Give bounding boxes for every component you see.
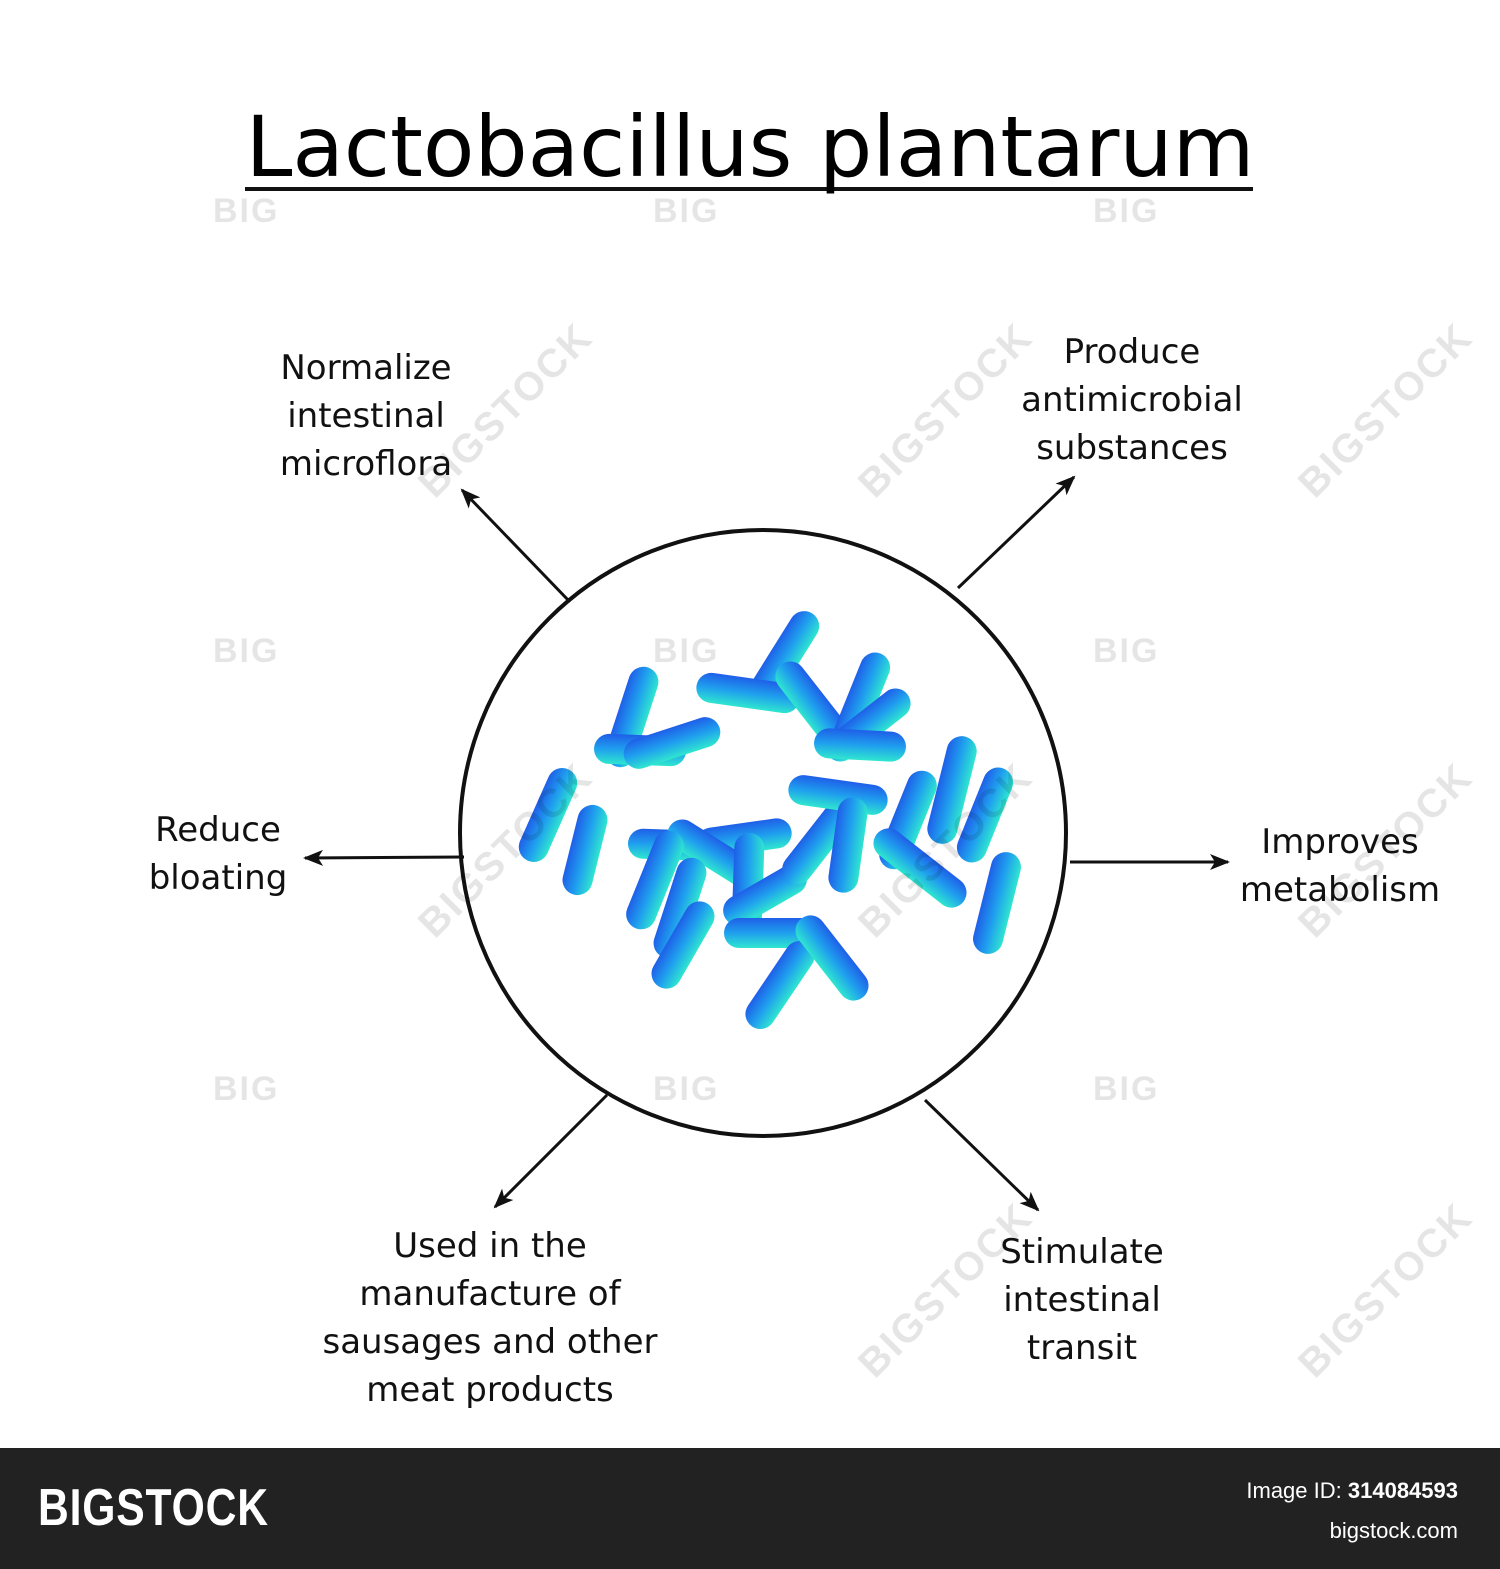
watermark-big: BIG bbox=[1093, 1070, 1160, 1108]
watermark-big: BIG bbox=[213, 1070, 280, 1108]
bacterium bbox=[814, 728, 906, 762]
label-normalize-microflora: Normalize intestinal microflora bbox=[279, 348, 453, 484]
arrow-top-left bbox=[460, 488, 572, 604]
label-stimulate-transit: Stimulate intestinal transit bbox=[1000, 1232, 1164, 1368]
watermark-big: BIG bbox=[1093, 192, 1160, 230]
bacterium bbox=[653, 857, 707, 959]
bacterium bbox=[745, 940, 815, 1030]
bacterium bbox=[518, 768, 578, 862]
label-produce-antimicrobial: Produce antimicrobial substances bbox=[1021, 332, 1243, 468]
bacteria-cluster bbox=[518, 611, 1021, 1030]
bacterium bbox=[562, 804, 608, 896]
arrow-bottom-left bbox=[493, 1093, 609, 1209]
watermark-big: BIG bbox=[653, 1070, 720, 1108]
bacterium bbox=[956, 767, 1014, 863]
label-used-in-manufacture: Used in the manufacture of sausages and … bbox=[322, 1226, 658, 1410]
arrow-top-right bbox=[956, 475, 1076, 590]
diagram-title: Lactobacillus plantarum bbox=[245, 98, 1255, 196]
watermark-big: BIG bbox=[1093, 632, 1160, 670]
arrow-bottom-right bbox=[923, 1098, 1040, 1212]
site-url: bigstock.com bbox=[1329, 1518, 1458, 1543]
bacterium bbox=[873, 828, 967, 908]
bacterium bbox=[651, 901, 715, 989]
label-improves-metabolism: Improves metabolism bbox=[1239, 822, 1441, 910]
watermark-big: BIG bbox=[653, 632, 720, 670]
bigstock-logo: BIGSTOCK bbox=[38, 1479, 269, 1537]
bacterium bbox=[973, 852, 1021, 954]
arrow-left bbox=[303, 849, 465, 866]
label-reduce-bloating: Reduce bloating bbox=[148, 810, 288, 898]
bacterium bbox=[623, 717, 721, 769]
bacterium bbox=[795, 915, 869, 1001]
image-id: Image ID: 314084593 bbox=[1246, 1478, 1458, 1504]
bacterium bbox=[828, 797, 868, 893]
watermark-big: BIG bbox=[213, 632, 280, 670]
image-id-label: Image ID: bbox=[1246, 1478, 1342, 1503]
bacterium bbox=[696, 672, 800, 714]
watermark-big: BIG bbox=[653, 192, 720, 230]
bacterium bbox=[626, 830, 684, 930]
bacterium bbox=[927, 736, 977, 844]
bacterium bbox=[724, 918, 816, 948]
footer-bar: BIGSTOCK Image ID: 314084593 bigstock.co… bbox=[0, 1448, 1500, 1569]
watermark-big: BIG bbox=[213, 192, 280, 230]
image-id-value: 314084593 bbox=[1347, 1478, 1458, 1503]
bacterium bbox=[723, 864, 807, 926]
diagram-canvas bbox=[245, 187, 1253, 1212]
